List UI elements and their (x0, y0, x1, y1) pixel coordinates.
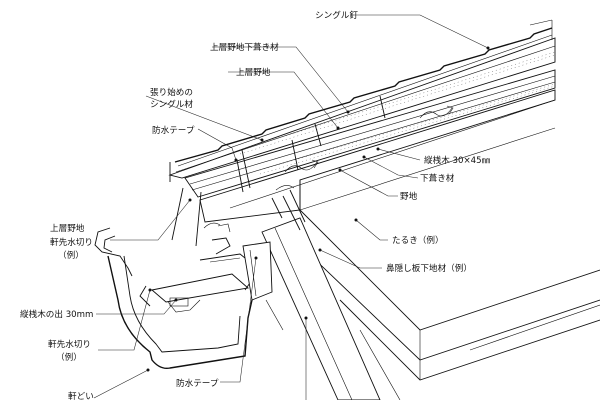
leader-lines (93, 14, 490, 400)
gutter-assembly (94, 223, 273, 370)
rafter-block (299, 209, 600, 400)
nails (171, 95, 386, 247)
label-batten: 縦桟木 30×45㎜ (424, 154, 491, 166)
label-upper-drip-3: （例） (58, 249, 84, 261)
label-fascia-base: 鼻隠し板下地材（例） (386, 262, 472, 274)
label-rafter: たるき（例） (392, 234, 444, 246)
text-labels: シングル釘 上層野地下葺き材 上層野地 張り始めの シングル材 防水テープ 上層… (20, 9, 491, 400)
label-eave-drip-1: 軒先水切り (48, 338, 91, 350)
airflow-arrows (203, 105, 454, 229)
deck-layer (199, 89, 556, 223)
label-starter-shingle-2: シングル材 (150, 98, 193, 110)
label-batten-projection: 縦桟木の出 30mm (20, 308, 93, 320)
upper-deck-layer (168, 37, 556, 179)
label-shingle-nail: シングル釘 (315, 9, 358, 21)
label-starter-shingle-1: 張り始めの (150, 86, 193, 98)
label-gutter: 軒どい (68, 391, 94, 400)
label-eave-drip-2: （例） (56, 351, 82, 363)
label-waterproof-tape-top: 防水テープ (152, 124, 195, 136)
label-waterproof-tape-bottom: 防水テープ (176, 377, 219, 389)
label-deck: 野地 (400, 190, 418, 202)
label-upper-deck: 上層野地 (236, 66, 271, 78)
label-upper-drip-1: 上層野地 (50, 222, 85, 234)
fascia-base-member (261, 217, 381, 400)
shingle-layer (169, 19, 553, 182)
batten-layer (184, 69, 556, 198)
label-underlay: 下葺き材 (420, 172, 455, 184)
label-upper-drip-2: 軒先水切り (50, 236, 93, 248)
label-upper-underlay: 上層野地下葺き材 (210, 41, 279, 53)
